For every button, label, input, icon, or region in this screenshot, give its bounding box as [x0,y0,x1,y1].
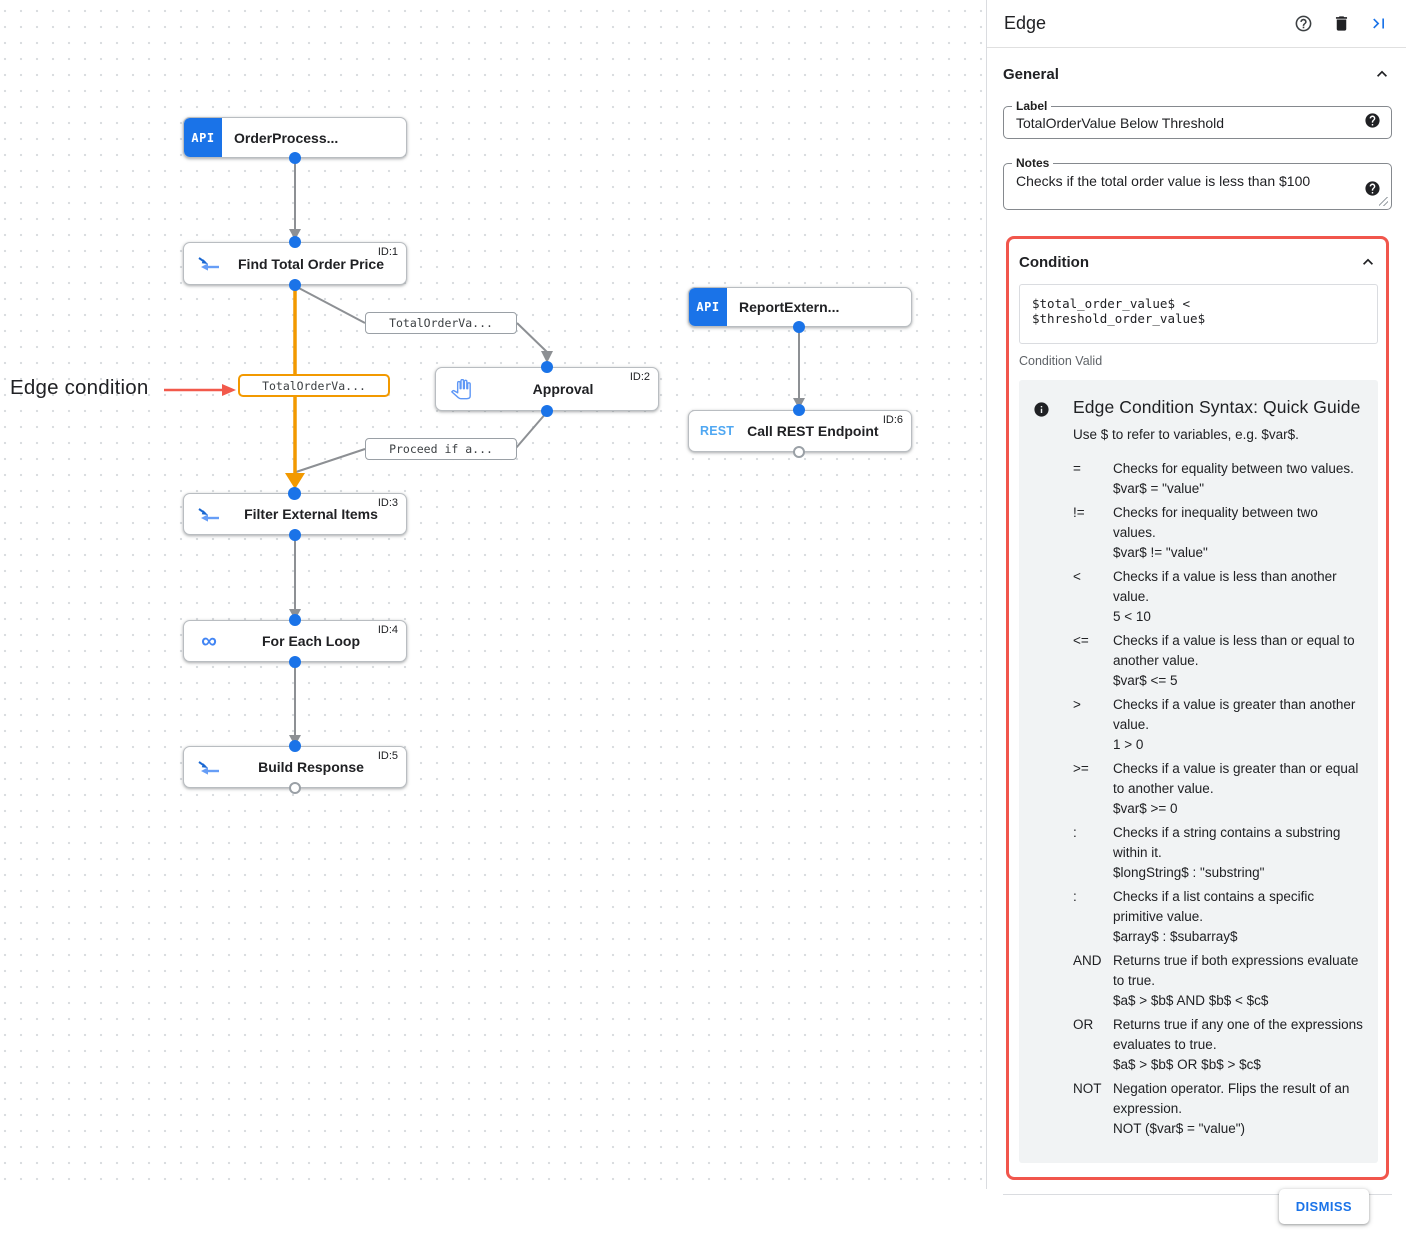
edge-label-totalordervalue-selected[interactable]: TotalOrderVa... [238,374,390,397]
loop-infinity-icon: ∞ [201,628,217,653]
node-id-badge: ID:6 [882,414,903,426]
guide-title: Edge Condition Syntax: Quick Guide [1073,397,1361,417]
connector-dot[interactable] [793,321,805,333]
label-input[interactable] [1004,107,1391,138]
label-help-icon[interactable] [1364,112,1381,134]
api-badge-icon: API [689,288,727,326]
help-icon[interactable] [1293,14,1313,34]
notes-help-icon[interactable] [1364,180,1381,202]
guide-row: < Checks if a value is less than another… [1073,569,1337,624]
notes-field: Notes Checks if the total order value is… [1003,156,1392,210]
node-title: Call REST Endpoint [747,423,879,439]
condition-collapse-chevron-icon[interactable] [1358,252,1378,272]
connector-dot[interactable] [289,236,301,248]
connector-dot[interactable] [289,614,301,626]
connector-dot-open[interactable] [793,446,805,458]
node-id-badge: ID:2 [629,371,650,383]
connector-dot[interactable] [289,656,301,668]
condition-section-highlighted: Condition $total_order_value$ < $thresho… [1006,236,1389,1180]
dismiss-button[interactable]: DISMISS [1278,1189,1369,1224]
connector-dot[interactable] [289,152,301,164]
node-id-badge: ID:5 [377,750,398,762]
general-section: General Label Notes Checks if the total … [987,48,1406,1252]
connector-dot[interactable] [793,404,805,416]
edge-label-proceed-if-approved[interactable]: Proceed if a... [365,438,517,460]
label-field: Label [1003,99,1392,139]
connector-dot-open[interactable] [289,782,301,794]
node-title: For Each Loop [262,633,360,649]
guide-rows: = Checks for equality between two values… [1073,459,1364,1139]
connector-dot[interactable] [289,529,301,541]
node-title: OrderProcess... [234,129,339,146]
node-for-each-loop[interactable]: ∞ For Each Loop ID:4 [183,620,407,662]
approval-hand-icon [449,378,473,400]
connector-dot[interactable] [541,405,553,417]
api-badge-icon: API [184,118,222,157]
edge-config-panel: Edge General Label Notes Checks if the [986,0,1406,1224]
node-title: ReportExtern... [739,299,840,315]
node-id-badge: ID:1 [377,246,398,258]
node-report-external[interactable]: API ReportExtern... [688,287,912,327]
condition-expression-input[interactable]: $total_order_value$ < $threshold_order_v… [1019,284,1378,344]
condition-syntax-guide: Edge Condition Syntax: Quick Guide Use $… [1019,380,1378,1163]
info-icon [1033,401,1050,1143]
connector-dot[interactable] [289,279,301,291]
guide-row: > Checks if a value is greater than anot… [1073,697,1356,752]
guide-row: >= Checks if a value is greater than or … [1073,761,1359,816]
notes-field-label: Notes [1012,156,1054,170]
data-mapping-icon [197,507,221,522]
collapse-panel-right-icon[interactable] [1369,14,1389,34]
guide-row: <= Checks if a value is less than or equ… [1073,633,1355,688]
workflow-canvas[interactable]: API OrderProcess... Find Total Order Pri… [0,0,986,1189]
guide-subtitle: Use $ to refer to variables, e.g. $var$. [1073,427,1299,442]
guide-row: AND Returns true if both expressions eva… [1073,953,1359,1008]
guide-row: : Checks if a string contains a substrin… [1073,825,1341,880]
guide-row: OR Returns true if any one of the expres… [1073,1017,1363,1072]
guide-row: != Checks for inequality between two val… [1073,505,1318,560]
general-collapse-chevron-icon[interactable] [1372,64,1392,84]
condition-valid-status: Condition Valid [1019,354,1103,368]
node-order-process[interactable]: API OrderProcess... [183,117,407,158]
general-section-title: General [1003,65,1059,83]
edge-paths [285,158,805,746]
data-mapping-icon [197,760,221,775]
node-id-badge: ID:3 [377,497,398,509]
guide-row: = Checks for equality between two values… [1073,461,1354,496]
panel-header: Edge [987,0,1406,48]
node-title: Approval [532,381,594,397]
connector-dot[interactable] [289,740,301,752]
edge-condition-annotation: Edge condition [10,376,149,399]
annotation-arrow [164,384,236,396]
node-filter-external-items[interactable]: Filter External Items ID:3 [183,493,407,535]
data-mapping-icon [197,256,221,271]
edge-label-totalordervalue-to-approval[interactable]: TotalOrderVa... [365,312,517,334]
node-id-badge: ID:4 [377,624,398,636]
notes-input[interactable]: Checks if the total order value is less … [1004,164,1391,209]
guide-row: : Checks if a list contains a specific p… [1073,889,1315,944]
node-title: Filter External Items [244,506,378,522]
delete-edge-icon[interactable] [1331,14,1351,34]
node-title: Find Total Order Price [238,255,384,272]
connector-dot[interactable] [288,487,301,500]
label-field-label: Label [1012,99,1052,113]
connector-dot[interactable] [541,361,553,373]
rest-badge-icon: REST [700,424,735,438]
node-title: Build Response [258,759,364,775]
node-approval[interactable]: Approval ID:2 [435,367,659,411]
panel-footer: DISMISS [1003,1189,1392,1252]
panel-title: Edge [1004,13,1047,33]
notes-resize-handle[interactable] [1379,197,1388,206]
guide-row: NOT Negation operator. Flips the result … [1073,1081,1350,1136]
condition-section-title: Condition [1019,253,1089,271]
